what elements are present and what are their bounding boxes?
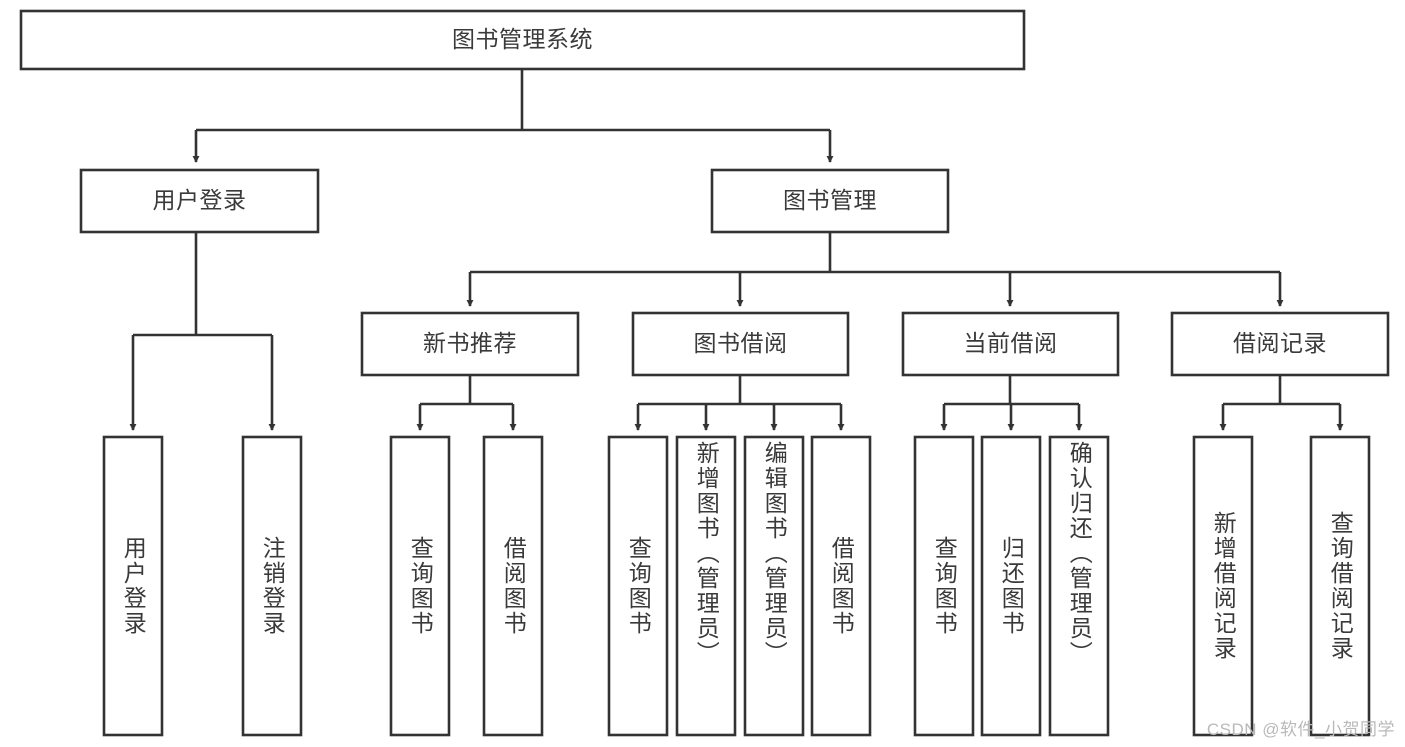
node-box-book-borrow[interactable]: [631, 311, 850, 377]
connector-group-user-login-children: [129, 232, 276, 431]
node-box-user-login[interactable]: [79, 168, 320, 234]
node-box-leaf-add-record[interactable]: [1192, 435, 1254, 737]
node-box-leaf-edit-book[interactable]: [743, 435, 805, 737]
node-box-root[interactable]: [19, 9, 1026, 71]
connector-group-borrow-record-children: [1219, 375, 1344, 431]
node-box-new-book-recommend[interactable]: [360, 311, 580, 377]
connector-group-new-book-recommend-children: [416, 375, 517, 431]
connector-group-book-management-children: [466, 232, 1284, 307]
connector-group-book-borrow-children: [634, 375, 845, 431]
node-box-leaf-query-book-3[interactable]: [913, 435, 975, 737]
node-box-leaf-user-login[interactable]: [102, 435, 164, 737]
connector-group-root-to-level2: [192, 69, 834, 163]
watermark-text: CSDN @软件_小贺同学: [1206, 720, 1395, 739]
node-box-borrow-record[interactable]: [1170, 311, 1390, 377]
node-box-leaf-query-book-1[interactable]: [389, 435, 451, 737]
node-box-leaf-query-book-2[interactable]: [607, 435, 669, 737]
node-box-book-management[interactable]: [710, 168, 950, 234]
node-box-leaf-return-book[interactable]: [980, 435, 1042, 737]
node-box-leaf-query-record[interactable]: [1309, 435, 1371, 737]
node-box-leaf-borrow-book-1[interactable]: [482, 435, 544, 737]
node-box-leaf-confirm-return[interactable]: [1048, 435, 1110, 737]
node-box-leaf-logout[interactable]: [241, 435, 303, 737]
node-box-current-borrow[interactable]: [901, 311, 1120, 377]
node-box-leaf-add-book[interactable]: [675, 435, 737, 737]
node-box-leaf-borrow-book-2[interactable]: [810, 435, 872, 737]
connector-group-current-borrow-children: [940, 375, 1083, 431]
